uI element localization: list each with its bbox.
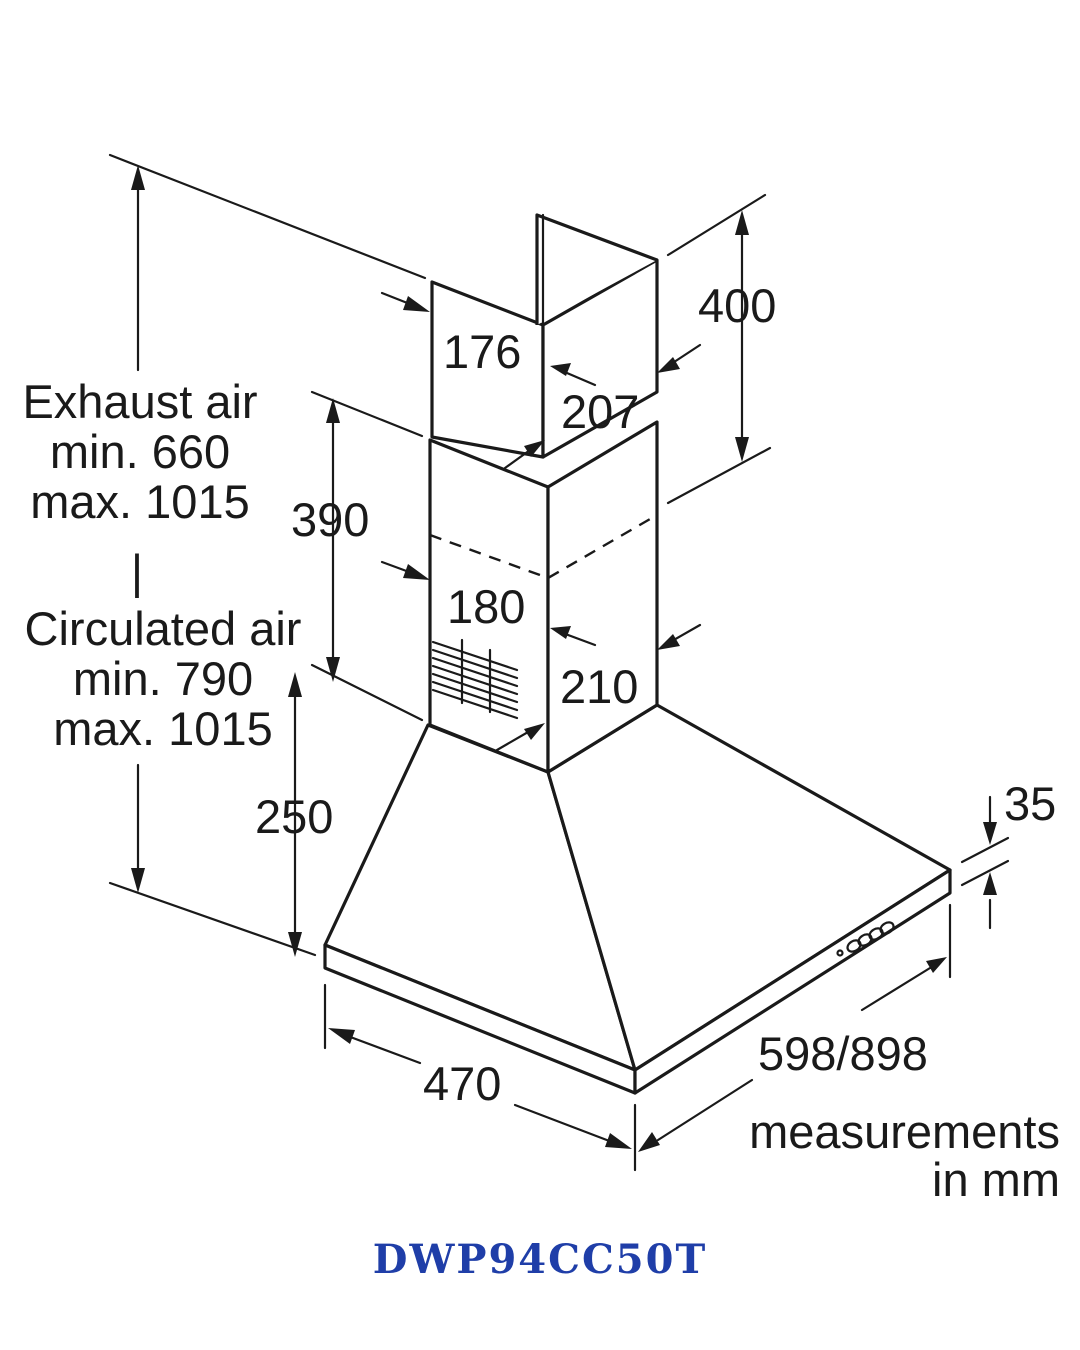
units-note-line1: measurements (749, 1105, 1060, 1158)
exhaust-air-title: Exhaust air (22, 375, 257, 428)
dimension-labels: 176 207 400 390 180 210 250 470 598/898 … (22, 279, 1060, 1206)
dimension-lines (108, 153, 1010, 1172)
dim-207: 207 (561, 385, 639, 438)
dim-390: 390 (291, 493, 369, 546)
control-knobs (836, 921, 895, 957)
model-name: DWP94CC50T (372, 1236, 708, 1283)
dim-400: 400 (698, 279, 776, 332)
canopy-rim-right (633, 868, 952, 1095)
dim-470: 470 (423, 1057, 501, 1110)
exhaust-air-max: max. 1015 (30, 475, 249, 528)
circulated-air-min: min. 790 (73, 652, 253, 705)
dim-35: 35 (1004, 777, 1056, 830)
circulated-air-title: Circulated air (25, 602, 302, 655)
lower-chimney-side (546, 420, 659, 774)
dim-180: 180 (447, 580, 525, 633)
exhaust-air-min: min. 660 (50, 425, 230, 478)
circulated-air-max: max. 1015 (53, 702, 272, 755)
dim-250: 250 (255, 790, 333, 843)
vent-grille (431, 638, 519, 720)
dim-176: 176 (443, 325, 521, 378)
dim-210: 210 (560, 660, 638, 713)
hood-body (323, 213, 952, 1095)
units-note-line2: in mm (932, 1153, 1060, 1206)
label-separator: | (131, 545, 143, 598)
upper-chimney-back (535, 213, 658, 325)
upper-chimney-side (541, 258, 659, 459)
dim-598-898: 598/898 (758, 1027, 928, 1080)
